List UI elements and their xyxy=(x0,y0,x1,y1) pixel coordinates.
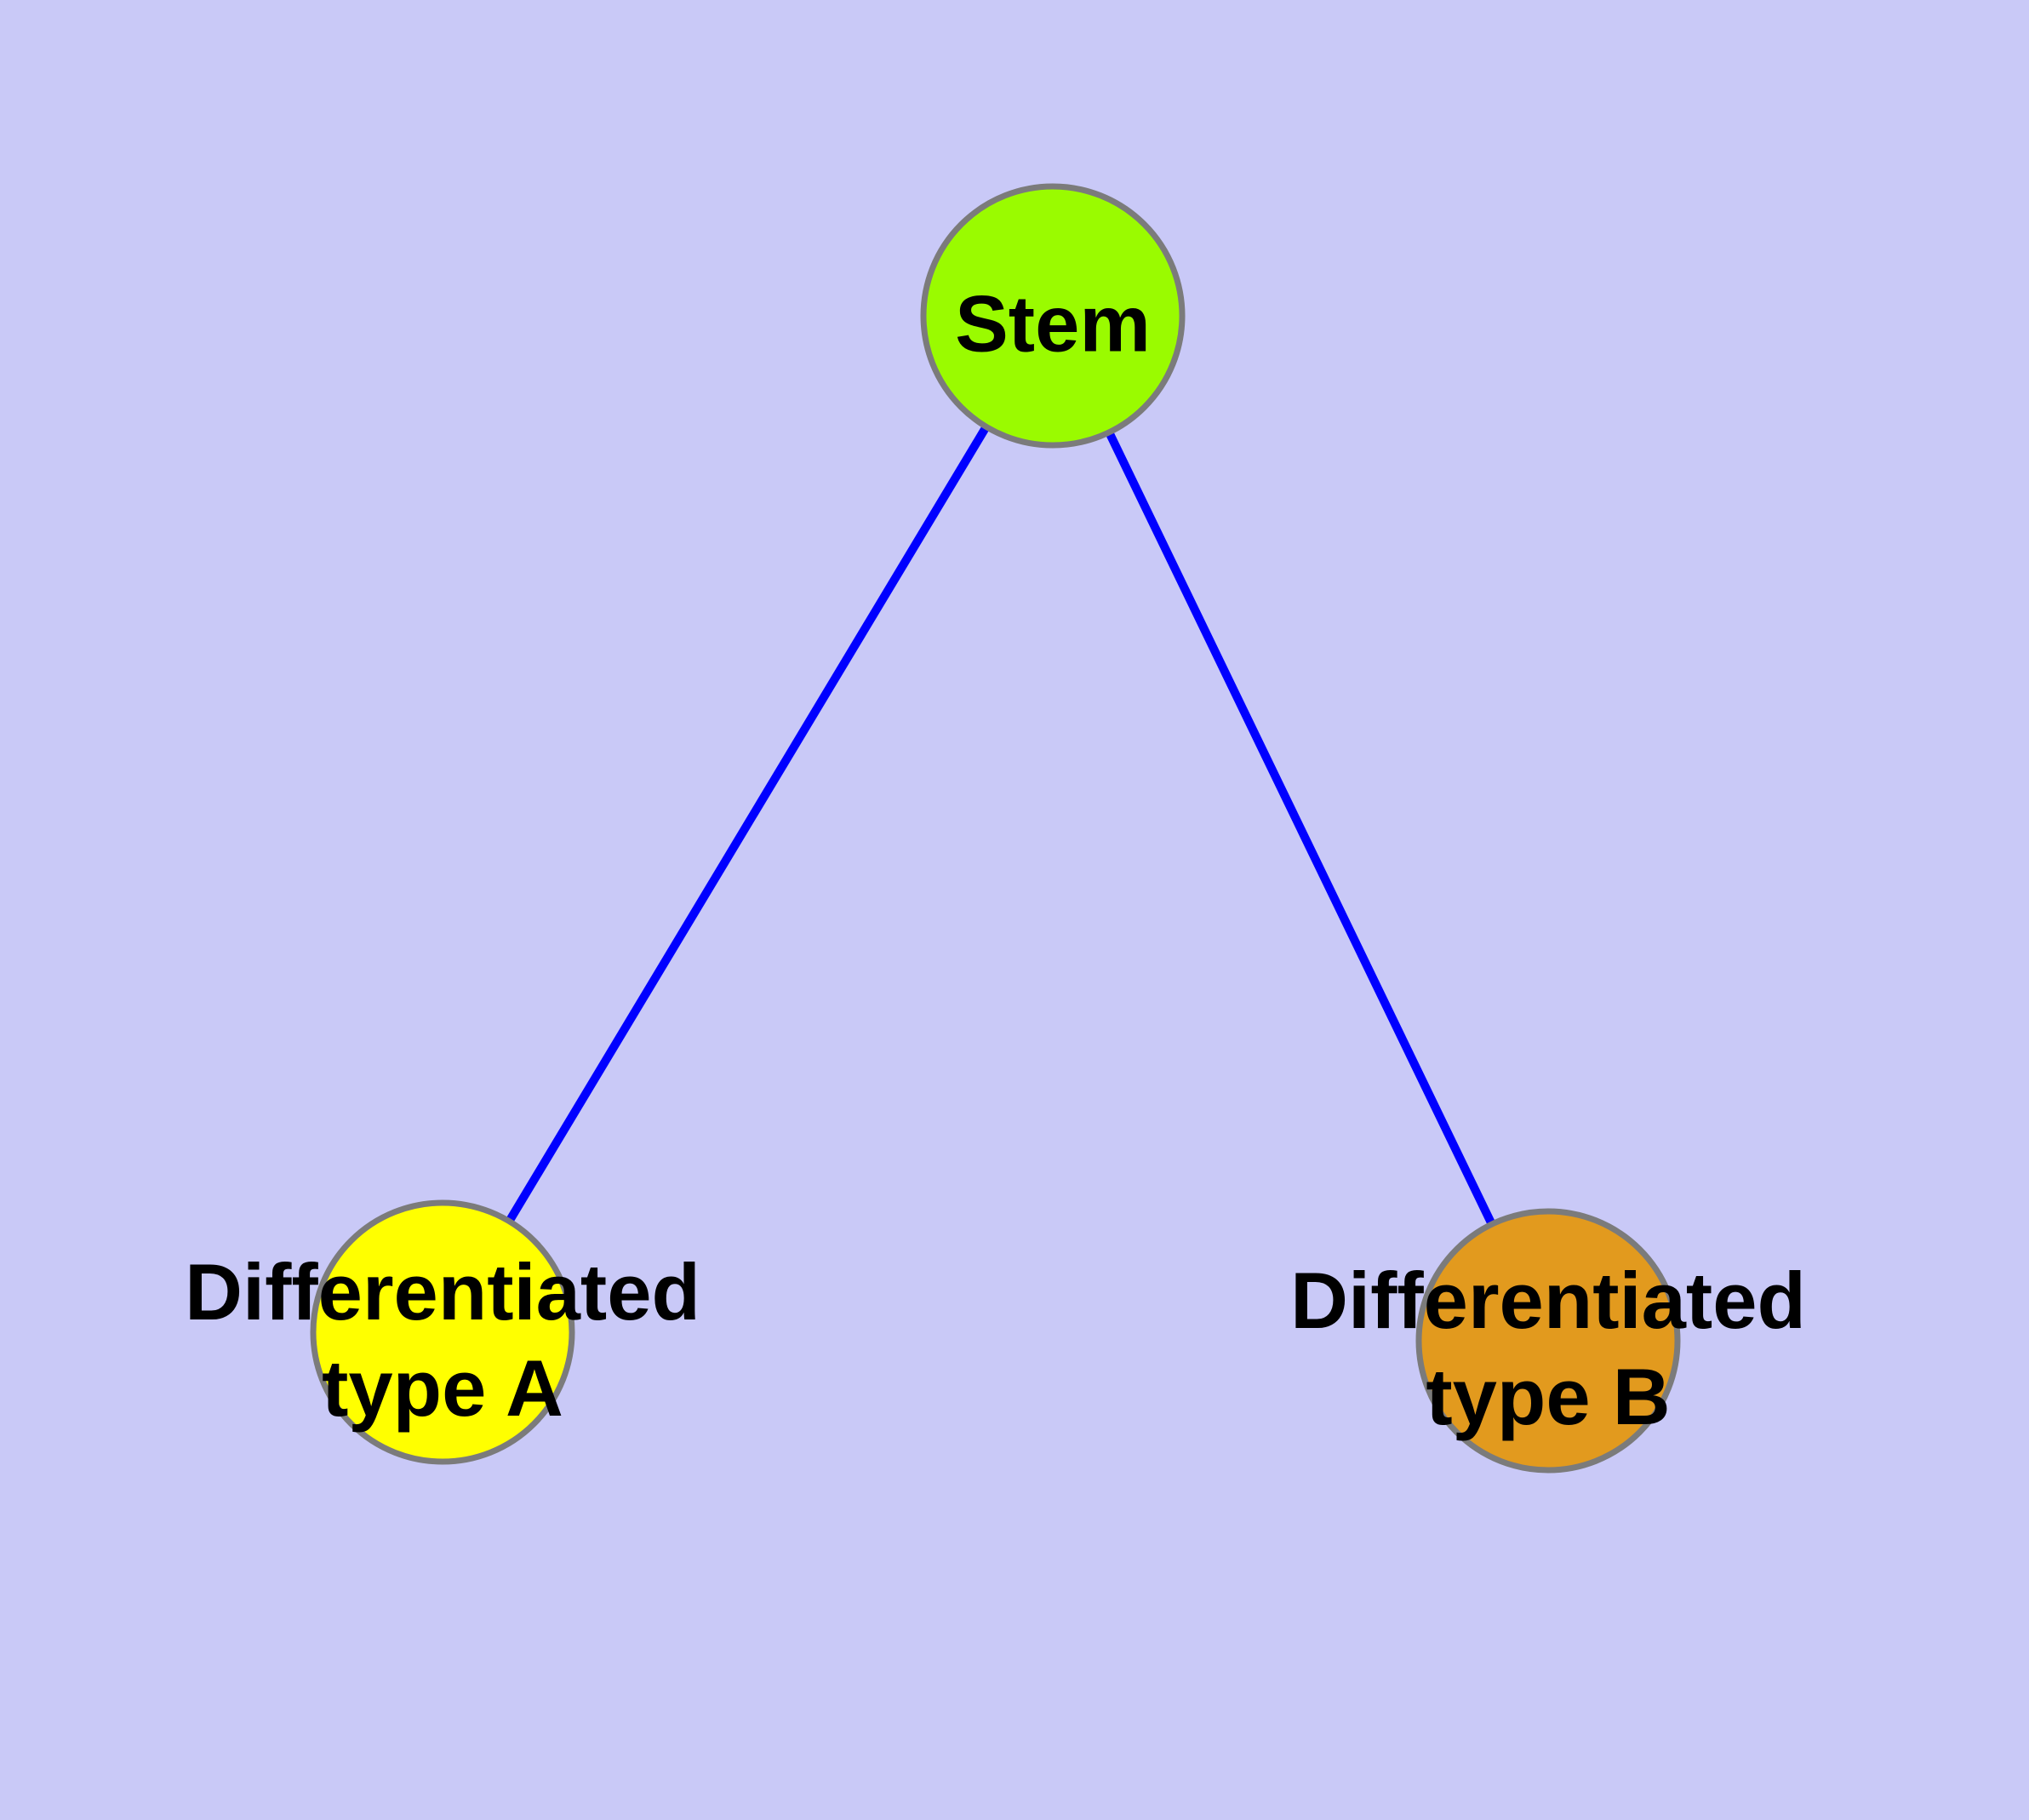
type-b-label-line2: type B xyxy=(1426,1352,1671,1441)
stem-node-circle xyxy=(920,183,1186,449)
stem-node-label: Stem xyxy=(955,277,1151,373)
stem-label-text: Stem xyxy=(955,278,1151,369)
type-a-label-line1: Differentiated xyxy=(185,1247,700,1337)
nodes-layer xyxy=(310,183,1681,1474)
type-a-label-line2: type A xyxy=(322,1343,563,1433)
edge-stem-to-type-b xyxy=(1049,313,1552,1343)
type-a-node-circle xyxy=(310,1199,575,1465)
type-a-node-label: Differentiated type A xyxy=(185,1245,700,1437)
type-b-label-line1: Differentiated xyxy=(1290,1256,1806,1346)
edge-stem-to-type-a xyxy=(438,313,1057,1335)
type-b-node-label: Differentiated type B xyxy=(1290,1253,1806,1445)
type-b-node-circle xyxy=(1415,1208,1681,1474)
edges-layer xyxy=(438,313,1552,1343)
